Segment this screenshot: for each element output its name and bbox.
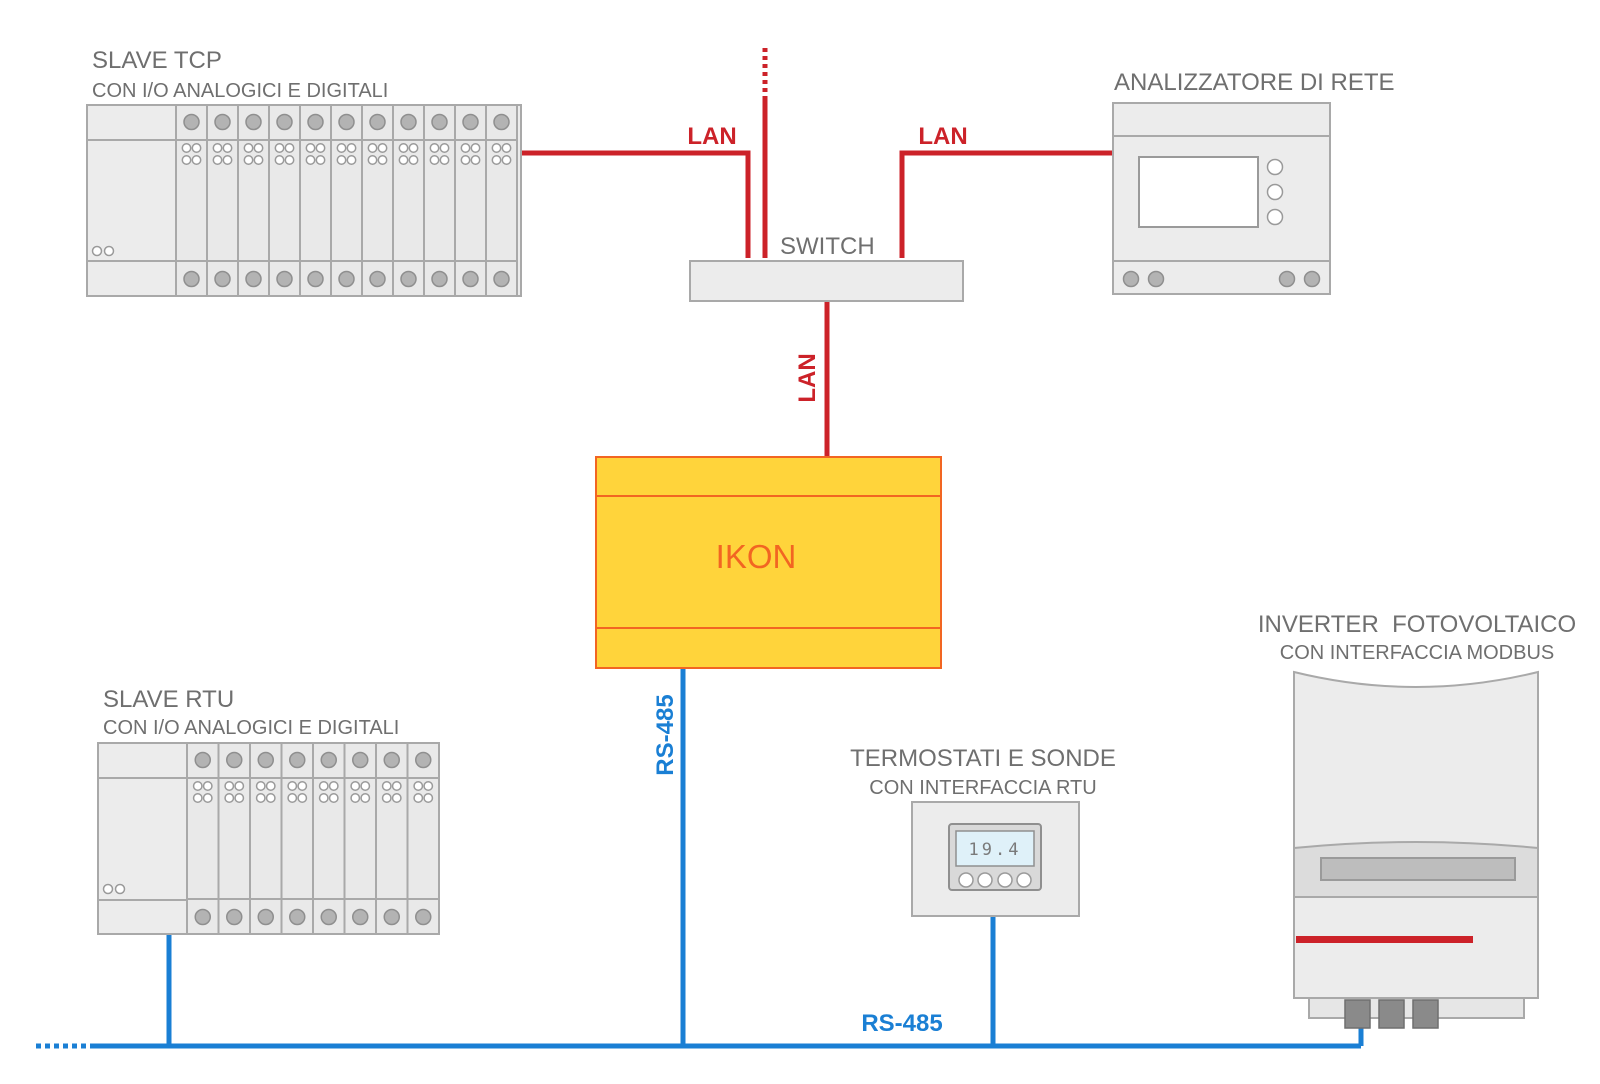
io-module [175,104,208,297]
io-module [217,742,251,935]
slave-rtu-subtitle: CON I/O ANALOGICI E DIGITALI [103,717,399,739]
termostati-title: TERMOSTATI E SONDE [850,745,1116,772]
lan-line-slave-tcp [520,150,751,258]
io-module [485,104,518,297]
io-module [206,104,239,297]
network-analyzer-icon [1112,102,1331,295]
io-module [375,742,409,935]
io-module [237,104,270,297]
slave-rtu-title: SLAVE RTU [103,686,234,713]
slave-tcp-title: SLAVE TCP [92,47,222,74]
inverter-title: INVERTER FOTOVOLTAICO [1258,611,1576,638]
io-module [299,104,332,297]
io-rack-icon [97,742,440,935]
ikon-controller: IKON [595,456,942,669]
io-module [361,104,394,297]
thermostat-display-value: 19.4 [969,840,1022,860]
io-module [268,104,301,297]
analizzatore-title: ANALIZZATORE DI RETE [1114,69,1395,96]
inverter-icon [1293,670,1539,1029]
termostati-e-sonde: TERMOSTATI E SONDE CON INTERFACCIA RTU 1… [850,745,1116,917]
inverter-subtitle: CON INTERFACCIA MODBUS [1280,642,1554,664]
lan-label-slave-tcp: LAN [687,123,736,150]
rs485-connections [36,668,1364,1049]
thermostat-icon [911,801,1080,917]
lan-label-analizzatore: LAN [918,123,967,150]
lan-label-ikon: LAN [794,353,821,402]
io-module [312,742,346,935]
io-module [343,742,377,935]
io-module [406,742,440,935]
io-module [330,104,363,297]
termostati-subtitle: CON INTERFACCIA RTU [869,777,1096,799]
io-module [454,104,487,297]
lan-line-analizzatore [899,150,1113,258]
analizzatore-di-rete: ANALIZZATORE DI RETE [1112,69,1395,295]
slave-tcp: SLAVE TCP CON I/O ANALOGICI E DIGITALI [86,47,522,297]
io-module [423,104,456,297]
rs485-label-ikon: RS-485 [652,694,679,775]
slave-rtu: SLAVE RTU CON I/O ANALOGICI E DIGITALI [97,686,440,935]
switch-title: SWITCH [780,233,875,260]
ikon-title: IKON [716,538,797,575]
lan-connections [520,46,1113,456]
network-switch: SWITCH [689,233,964,302]
io-module [186,742,220,935]
io-module [392,104,425,297]
controller-icon [595,456,942,669]
inverter-fotovoltaico: INVERTER FOTOVOLTAICO CON INTERFACCIA MO… [1258,611,1576,1029]
io-rack-icon [86,104,522,297]
slave-tcp-subtitle: CON I/O ANALOGICI E DIGITALI [92,80,388,102]
io-module [249,742,283,935]
io-module [280,742,314,935]
rs485-label-bus: RS-485 [861,1010,942,1037]
network-switch-icon [689,260,964,302]
